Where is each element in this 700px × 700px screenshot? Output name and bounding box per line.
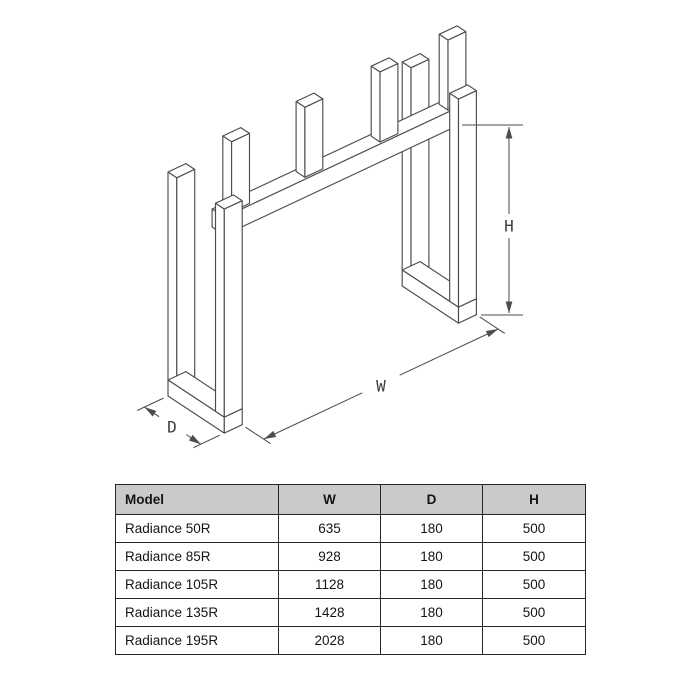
- model-cell: Radiance 195R: [115, 626, 279, 655]
- spec-table: Model W D H Radiance 50R 635 180 500 Rad…: [115, 484, 586, 655]
- h-cell: 500: [482, 626, 586, 655]
- dimension-lines: [136, 124, 523, 449]
- table-row: Radiance 105R 1128 180 500: [115, 570, 586, 599]
- table-row: Radiance 195R 2028 180 500: [115, 626, 586, 655]
- model-cell: Radiance 135R: [115, 598, 279, 627]
- frame-structure: [167, 25, 477, 434]
- table-row: Radiance 135R 1428 180 500: [115, 598, 586, 627]
- column-header-d: D: [380, 484, 483, 515]
- model-cell: Radiance 85R: [115, 542, 279, 571]
- d-cell: 180: [380, 542, 483, 571]
- spec-table-header-row: Model W D H: [115, 484, 586, 515]
- h-cell: 500: [482, 598, 586, 627]
- column-header-w: W: [278, 484, 381, 515]
- model-cell: Radiance 50R: [115, 514, 279, 543]
- depth-dimension-label: D: [167, 418, 177, 437]
- height-dimension-label: H: [504, 217, 514, 236]
- d-cell: 180: [380, 514, 483, 543]
- d-cell: 180: [380, 570, 483, 599]
- frame-isometric-drawing: D W H: [136, 25, 523, 449]
- table-row: Radiance 85R 928 180 500: [115, 542, 586, 571]
- w-cell: 635: [278, 514, 381, 543]
- width-dimension-label: W: [376, 377, 386, 396]
- w-cell: 2028: [278, 626, 381, 655]
- h-cell: 500: [482, 542, 586, 571]
- column-header-h: H: [482, 484, 586, 515]
- h-cell: 500: [482, 570, 586, 599]
- w-cell: 1128: [278, 570, 381, 599]
- column-header-model: Model: [115, 484, 279, 515]
- w-cell: 1428: [278, 598, 381, 627]
- table-row: Radiance 50R 635 180 500: [115, 514, 586, 543]
- h-cell: 500: [482, 514, 586, 543]
- w-cell: 928: [278, 542, 381, 571]
- d-cell: 180: [380, 626, 483, 655]
- d-cell: 180: [380, 598, 483, 627]
- model-cell: Radiance 105R: [115, 570, 279, 599]
